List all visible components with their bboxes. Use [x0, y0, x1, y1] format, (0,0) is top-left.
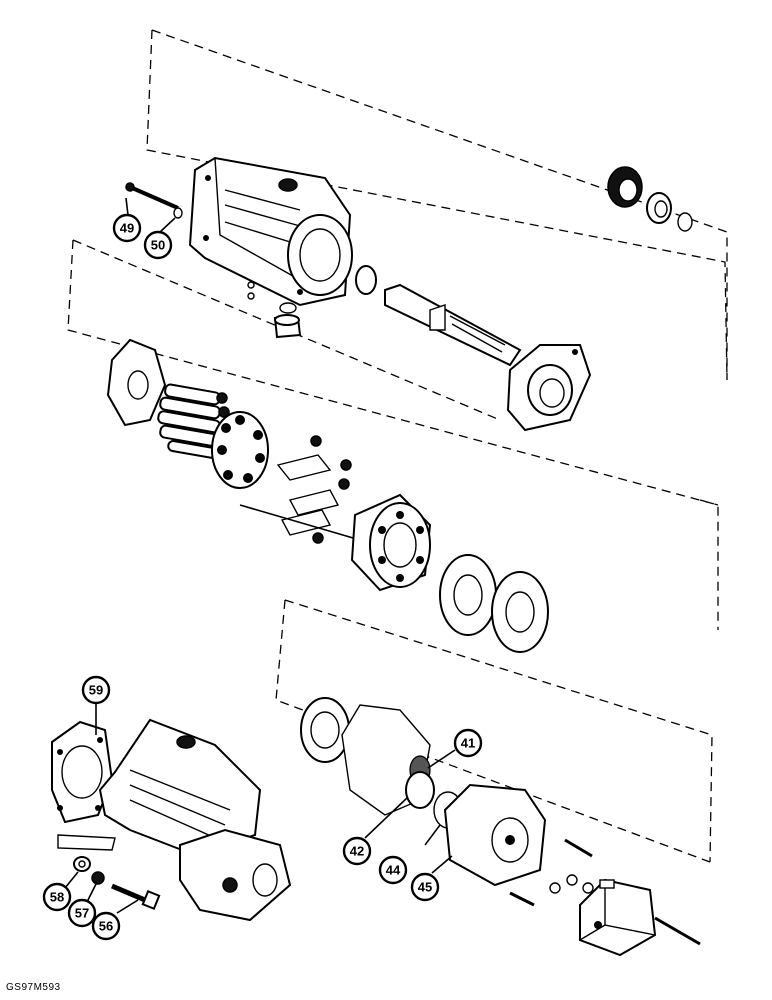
figure-reference: GS97M593 — [6, 982, 61, 993]
callout-50-label: 50 — [151, 238, 165, 253]
washer-50 — [173, 207, 183, 219]
leader-58 — [64, 871, 79, 889]
leader-57 — [86, 883, 97, 903]
shaft-seal-set — [607, 166, 693, 232]
callout-59: 59 — [81, 675, 111, 705]
plug-fitting — [247, 281, 302, 339]
callout-41-label: 41 — [461, 736, 475, 751]
callout-57: 57 — [67, 898, 97, 928]
callout-42: 42 — [342, 836, 372, 866]
leader-50 — [159, 217, 176, 233]
washer-58 — [73, 856, 91, 872]
control-valve-block — [579, 878, 657, 957]
callout-44: 44 — [378, 855, 408, 885]
callout-59-label: 59 — [89, 683, 103, 698]
callout-50: 50 — [143, 230, 173, 260]
callout-44-label: 44 — [386, 863, 401, 878]
callout-45-label: 45 — [418, 880, 432, 895]
bolt-49 — [125, 182, 179, 210]
leader-44 — [424, 824, 441, 846]
washer-57 — [91, 871, 105, 885]
callout-56: 56 — [91, 911, 121, 941]
ring-42 — [405, 771, 435, 809]
pump-housing — [188, 156, 353, 307]
leader-42 — [364, 796, 409, 839]
leader-56 — [116, 899, 139, 914]
bolt-56 — [111, 883, 161, 911]
front-cover — [506, 344, 592, 432]
end-cap-45 — [443, 783, 547, 887]
group-outline-rear-section — [275, 599, 713, 863]
callout-56-label: 56 — [99, 919, 113, 934]
callout-42-label: 42 — [350, 844, 364, 859]
callout-49: 49 — [112, 213, 142, 243]
callout-45: 45 — [410, 872, 440, 902]
rear-bolts — [509, 838, 701, 946]
callout-58: 58 — [42, 882, 72, 912]
cylinder-block — [350, 493, 432, 592]
callout-57-label: 57 — [75, 906, 89, 921]
drive-shaft — [355, 265, 522, 367]
group-outline-housing — [146, 29, 728, 381]
callout-49-label: 49 — [120, 221, 134, 236]
swash-plate-gasket — [106, 338, 167, 427]
mounting-gasket-59 — [51, 720, 114, 824]
valve-plates — [439, 554, 549, 653]
leader-45 — [431, 855, 453, 874]
leader-41 — [427, 749, 456, 769]
callout-58-label: 58 — [50, 890, 64, 905]
leader-49 — [125, 197, 129, 216]
bearing-plate — [300, 697, 350, 763]
assembled-pump — [57, 718, 292, 922]
retainer-plate — [211, 411, 269, 489]
callout-41: 41 — [453, 728, 483, 758]
servo-linkage — [239, 435, 361, 544]
